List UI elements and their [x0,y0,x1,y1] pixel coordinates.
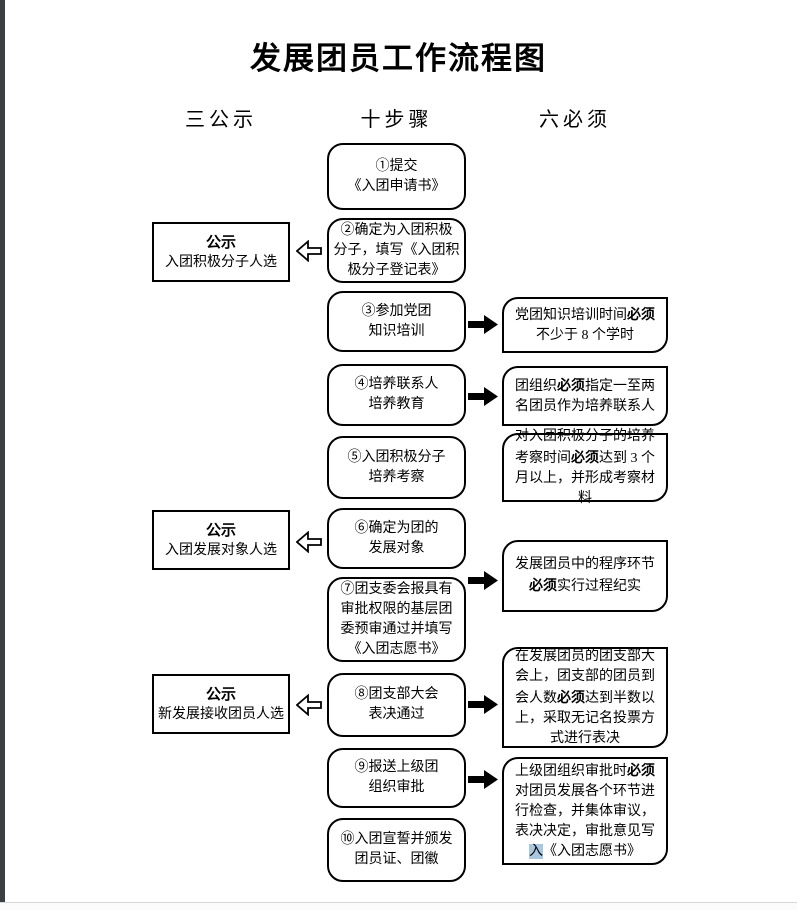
publicity-box-3: 公示 新发展接收团员人选 [152,674,290,734]
below-page-area [0,903,797,910]
requirement-box-1: 党团知识培训时间必须不少于 8 个学时 [502,297,668,353]
publicity-subtitle: 入团发展对象人选 [165,542,277,558]
step-box-2: ②确定为入团积极 分子，填写《入团积 极分子登记表》 [327,218,466,283]
arrow-left-icon [296,531,322,553]
arrow-right-icon [468,770,498,789]
step-box-4: ④培养联系人 培养教育 [327,364,466,426]
requirement-box-3: 对入团积极分子的培养考察时间必须达到 3 个月以上，并形成考察材料 [502,429,668,506]
requirement-box-5: 在发展团员的团支部大会上，团支部的团员到会人数必须达到半数以上，采取无记名投票方… [502,647,668,748]
arrow-right-icon [468,695,498,714]
column-header-publicity: 三公示 [185,109,257,131]
arrow-right-icon [468,315,498,334]
publicity-title: 公示 [205,521,236,539]
publicity-title: 公示 [205,685,236,703]
step-box-5: ⑤入团积极分子 培养考察 [327,436,466,499]
publicity-subtitle: 入团积极分子人选 [165,254,277,270]
requirement-box-6: 上级团组织审批时必须对团员发展各个环节进行检查，并集体审议，表决决定，审批意见写… [502,757,668,865]
step-box-10: ⑩入团宣誓并颁发 团员证、团徽 [327,818,466,882]
step-box-7: ⑦团支委会报具有 审批权限的基层团 委预审通过并填写 《入团志愿书》 [327,577,466,662]
arrow-left-icon [296,694,322,716]
step-box-9: ⑨报送上级团 组织审批 [327,748,466,808]
requirement-box-4: 发展团员中的程序环节必须实行过程纪实 [502,540,668,612]
page-bottom-border [0,902,797,903]
step-box-1: ①提交 《入团申请书》 [327,143,466,210]
arrow-right-icon [468,571,498,590]
column-header-requirements: 六必须 [539,109,611,131]
publicity-title: 公示 [205,233,236,251]
page-title: 发展团员工作流程图 [250,41,547,76]
step-box-6: ⑥确定为团的 发展对象 [327,508,466,569]
arrow-left-icon [296,240,322,262]
column-header-steps: 十步骤 [360,109,433,131]
publicity-box-2: 公示 入团发展对象人选 [152,510,290,570]
step-box-8: ⑧团支部大会 表决通过 [327,673,466,737]
publicity-box-1: 公示 入团积极分子人选 [152,222,290,282]
publicity-subtitle: 新发展接收团员人选 [158,706,284,722]
step-box-3: ③参加党团 知识培训 [327,291,466,352]
window-left-edge [0,0,5,903]
arrow-right-icon [468,387,498,406]
requirement-box-2: 团组织必须指定一至两名团员作为培养联系人 [502,366,668,426]
